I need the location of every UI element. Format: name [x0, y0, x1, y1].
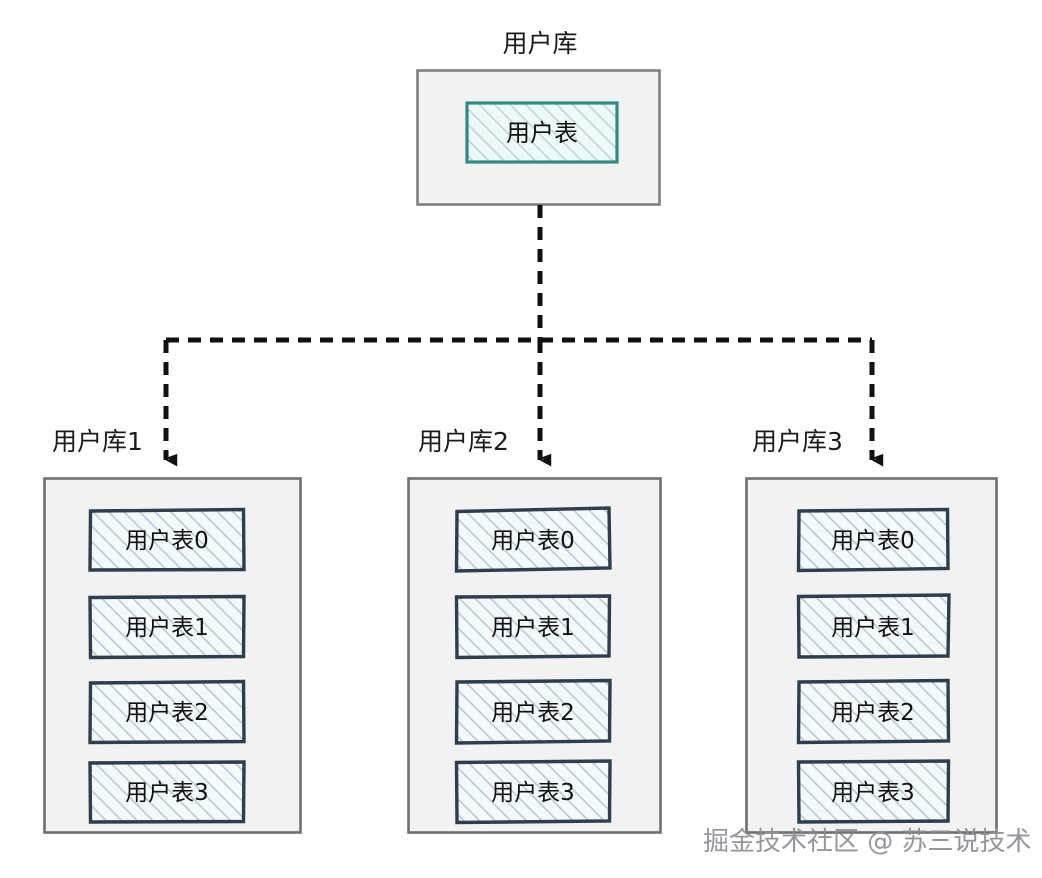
shard-1-table-1[interactable]: 用户表1: [88, 594, 246, 660]
shard-3-table-0-label: 用户表0: [831, 528, 915, 554]
shard-1-table-3-rect: [88, 760, 246, 824]
shard-3-table-2-rect: [796, 678, 951, 745]
shard-2-table-0-rect: [454, 506, 612, 573]
shard-database-1-group: 用户库1 用户表0 用户表1 用户表2 用户表3: [43, 427, 302, 834]
shard-1-table-0[interactable]: 用户表0: [88, 507, 246, 572]
shard-database-2-title: 用户库2: [418, 427, 509, 456]
shard-1-table-1-rect: [88, 594, 246, 660]
root-database-title: 用户库: [502, 29, 577, 58]
shard-1-table-2[interactable]: 用户表2: [88, 679, 246, 745]
shard-2-table-3-rect: [454, 759, 612, 825]
shard-1-table-0-label: 用户表0: [125, 528, 209, 554]
root-table-rect: [465, 101, 619, 164]
shard-2-table-3-label: 用户表3: [491, 780, 575, 806]
shard-3-table-2-label: 用户表2: [831, 700, 915, 726]
shard-1-table-1-label: 用户表1: [125, 615, 209, 641]
shard-3-table-3[interactable]: 用户表3: [796, 759, 951, 824]
root-database-group: 用户库 用户表: [416, 29, 661, 206]
watermark: 掘金技术社区 @ 苏三说技术: [703, 827, 1032, 857]
shard-database-3-group: 用户库3 用户表0 用户表1 用户表2 用户表3: [745, 427, 998, 834]
shard-1-table-3[interactable]: 用户表3: [88, 760, 246, 824]
shard-2-table-0-label: 用户表0: [491, 528, 575, 554]
shard-database-2-group: 用户库2 用户表0 用户表1 用户表2 用户表3: [407, 427, 662, 834]
root-table-box[interactable]: 用户表: [465, 101, 619, 164]
shard-2-table-2-rect: [454, 678, 612, 745]
shard-3-table-0-rect: [796, 507, 950, 573]
root-table-label: 用户表: [506, 119, 578, 147]
shard-3-table-3-label: 用户表3: [831, 780, 915, 806]
connector-group: [163, 205, 884, 467]
shard-database-3-title: 用户库3: [752, 427, 843, 456]
shard-1-table-2-label: 用户表2: [125, 700, 209, 726]
shard-3-table-3-rect: [796, 759, 951, 824]
shard-2-table-1-rect: [454, 594, 612, 660]
shard-3-table-0[interactable]: 用户表0: [796, 507, 950, 573]
shard-2-table-1-label: 用户表1: [491, 615, 575, 641]
shard-3-table-1-rect: [796, 593, 951, 659]
shard-2-table-0[interactable]: 用户表0: [454, 506, 612, 573]
shard-2-table-3[interactable]: 用户表3: [454, 759, 612, 825]
shard-2-table-2[interactable]: 用户表2: [454, 678, 612, 745]
shard-1-table-3-label: 用户表3: [125, 780, 209, 806]
shard-3-table-2[interactable]: 用户表2: [796, 678, 951, 745]
shard-database-1-title: 用户库1: [52, 427, 143, 456]
shard-2-table-1[interactable]: 用户表1: [454, 594, 612, 660]
shard-3-table-1-label: 用户表1: [831, 615, 915, 641]
shard-1-table-0-rect: [88, 507, 246, 572]
shard-3-table-1[interactable]: 用户表1: [796, 593, 951, 659]
shard-2-table-2-label: 用户表2: [491, 700, 575, 726]
shard-1-table-2-rect: [88, 679, 246, 745]
